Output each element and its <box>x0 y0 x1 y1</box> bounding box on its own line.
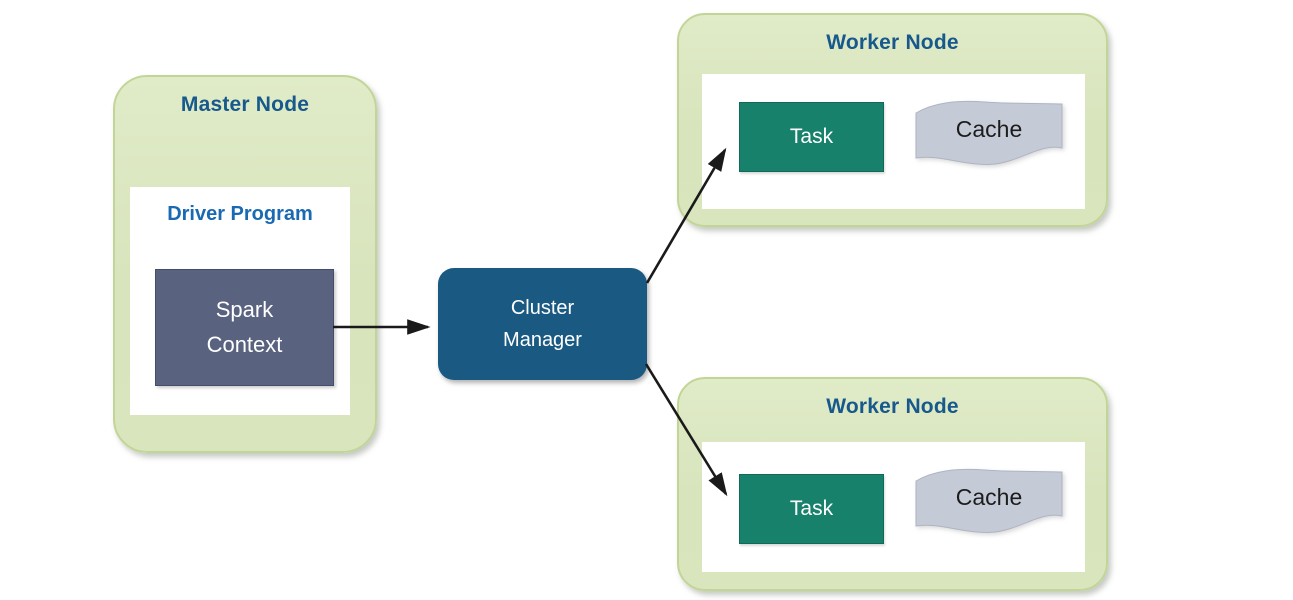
worker-node-2-inner: Task Cache <box>702 442 1085 572</box>
spark-context-box: Spark Context <box>155 269 334 386</box>
cluster-manager-label: Cluster Manager <box>503 297 582 351</box>
driver-program-container: Driver Program Spark Context <box>130 187 350 415</box>
worker-node-1-task-box: Task <box>739 102 884 172</box>
worker-node-1-inner: Task Cache <box>702 74 1085 209</box>
worker-node-1-container: Worker Node Task Cache <box>677 13 1108 227</box>
worker-node-1-cache-shape: Cache <box>915 98 1063 172</box>
worker-node-1-title: Worker Node <box>826 31 959 54</box>
cluster-manager-box: Cluster Manager <box>438 268 647 380</box>
cache-label: Cache <box>955 116 1023 142</box>
worker-node-2-container: Worker Node Task Cache <box>677 377 1108 591</box>
worker-node-2-task-box: Task <box>739 474 884 544</box>
driver-program-title: Driver Program <box>167 203 313 225</box>
worker-node-2-title: Worker Node <box>826 395 959 418</box>
master-node-container: Master Node Driver Program Spark Context <box>113 75 377 453</box>
task-label: Task <box>789 125 834 148</box>
cache-label: Cache <box>955 484 1023 510</box>
cache-wave-shape <box>915 100 1063 165</box>
spark-context-label: Spark Context <box>206 297 283 357</box>
task-label: Task <box>789 497 834 520</box>
master-node-title: Master Node <box>180 93 310 116</box>
worker-node-2-cache-shape: Cache <box>915 466 1063 540</box>
cache-wave-shape <box>915 468 1063 533</box>
